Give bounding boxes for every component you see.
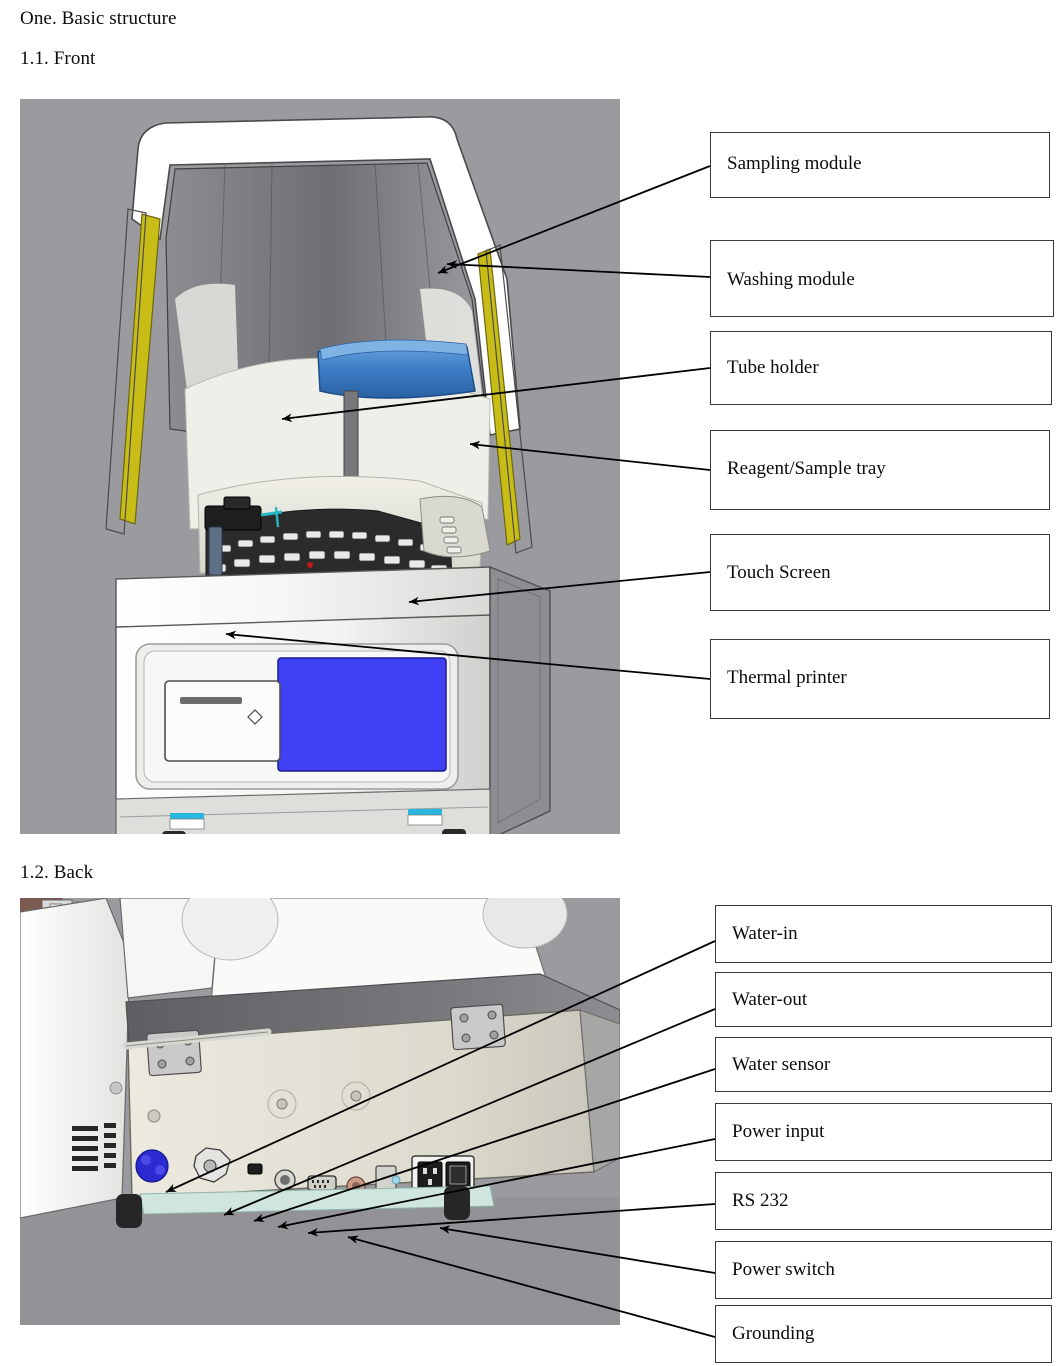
callout-tube-holder[interactable]: Tube holder	[710, 331, 1052, 405]
callout-label: Water-out	[732, 988, 808, 1010]
callout-touch-screen[interactable]: Touch Screen	[710, 534, 1050, 611]
callout-water-out[interactable]: Water-out	[715, 972, 1052, 1027]
tube-holder	[419, 495, 491, 558]
power-input-connector	[274, 1169, 296, 1191]
callout-sampling-module[interactable]: Sampling module	[710, 132, 1050, 198]
callout-label: Reagent/Sample tray	[727, 458, 886, 479]
front-view-figure	[20, 99, 620, 834]
thermal-printer-door	[164, 680, 281, 762]
touch-screen-panel	[277, 657, 447, 772]
water-in-connector	[135, 1149, 169, 1183]
callout-water-sensor[interactable]: Water sensor	[715, 1037, 1052, 1092]
callout-label: Water-in	[732, 923, 798, 944]
callout-label: Tube holder	[727, 357, 819, 378]
callout-thermal-printer[interactable]: Thermal printer	[710, 639, 1050, 719]
instrument-body	[115, 565, 551, 834]
callout-label: Touch Screen	[727, 561, 831, 583]
callout-label: Water sensor	[732, 1053, 831, 1075]
callout-water-in[interactable]: Water-in	[715, 905, 1052, 963]
front-view-illustration	[20, 99, 620, 834]
callout-label: Grounding	[732, 1323, 815, 1344]
callout-label: Sampling module	[727, 153, 862, 174]
callout-power-switch[interactable]: Power switch	[715, 1241, 1052, 1299]
callout-reagent-sample-tray[interactable]: Reagent/Sample tray	[710, 430, 1050, 510]
callout-label: Thermal printer	[727, 667, 847, 688]
subsection-heading-back: 1.2. Back	[20, 862, 94, 883]
callout-washing-module[interactable]: Washing module	[710, 240, 1054, 317]
callout-label: Washing module	[727, 268, 855, 290]
subsection-heading-front: 1.1. Front	[20, 48, 96, 69]
callout-rs232[interactable]: RS 232	[715, 1172, 1052, 1230]
reagent-sample-tray	[197, 475, 483, 584]
section-heading: One. Basic structure	[20, 8, 177, 29]
callout-grounding[interactable]: Grounding	[715, 1305, 1052, 1363]
callout-power-input[interactable]: Power input	[715, 1103, 1052, 1161]
rear-foot-right	[444, 1186, 470, 1220]
vent-slots	[72, 1123, 116, 1171]
sampling-module	[204, 496, 283, 576]
water-sensor-connector	[247, 1163, 263, 1175]
back-view-figure	[20, 898, 620, 1325]
rs232-connector	[307, 1175, 337, 1191]
rear-foot-left	[116, 1194, 142, 1228]
callout-label: Power input	[732, 1121, 825, 1142]
callout-label: Power switch	[732, 1259, 835, 1280]
callout-label: RS 232	[732, 1190, 789, 1211]
back-view-illustration	[20, 898, 620, 1325]
